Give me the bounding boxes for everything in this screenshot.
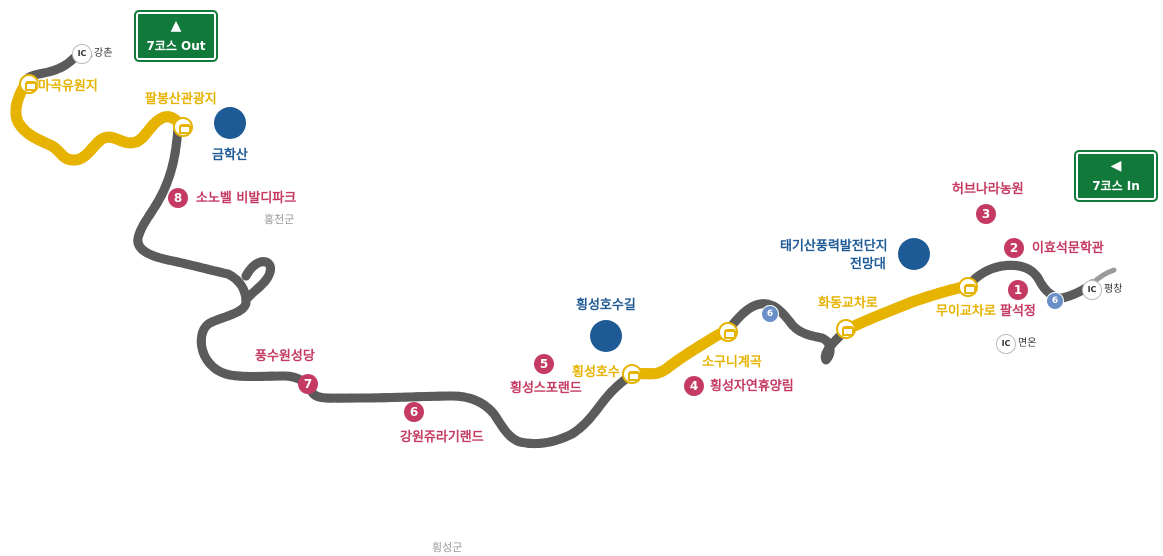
binoculars-icon xyxy=(898,238,930,270)
course-in-sign: ◀ 7코스 In xyxy=(1074,150,1158,202)
course-in-label: 7코스 In xyxy=(1092,179,1140,193)
viewpoint-hoengseong-trail: 횡성호수길 xyxy=(576,298,636,313)
ic-pyeongchang-icon: IC xyxy=(1082,280,1102,300)
attraction-4-label: 횡성자연휴양림 xyxy=(710,379,794,394)
attraction-1-label: 팔석정 xyxy=(1000,304,1036,319)
attraction-2-marker: 2 xyxy=(1004,238,1024,258)
car-icon xyxy=(718,322,738,342)
attraction-7-label: 풍수원성당 xyxy=(255,349,315,364)
road-yellow-dashes xyxy=(16,80,968,374)
waypoint-makgukwonji: 마곡유원지 xyxy=(38,79,98,94)
attraction-3-marker: 3 xyxy=(976,204,996,224)
attraction-6-label: 강원쥬라기랜드 xyxy=(400,430,484,445)
region-hoengseong: 횡성군 xyxy=(432,541,463,554)
waypoint-hoengseong-lake: 횡성호수 xyxy=(572,365,620,380)
attraction-4-marker: 4 xyxy=(684,376,704,396)
car-icon xyxy=(173,117,193,137)
ic-pyeongchang-label: 평창 xyxy=(1104,284,1123,295)
attraction-2-label: 이효석문학관 xyxy=(1032,241,1104,256)
region-hongcheon: 홍천군 xyxy=(264,213,295,226)
attraction-5-label: 횡성스포랜드 xyxy=(510,381,582,396)
attraction-8-label: 소노벨 비발디파크 xyxy=(196,191,297,206)
car-icon xyxy=(19,74,39,94)
attraction-7-marker: 7 xyxy=(298,374,318,394)
attraction-6-marker: 6 xyxy=(404,402,424,422)
binoculars-icon xyxy=(590,320,622,352)
up-arrow-icon: ▲ xyxy=(170,18,182,34)
attraction-5-marker: 5 xyxy=(534,354,554,374)
car-icon xyxy=(622,364,642,384)
waypoint-sogeuni: 소구니계곡 xyxy=(702,355,762,370)
viewpoint-geumhaksan: 금학산 xyxy=(212,148,248,163)
attraction-3-label: 허브나라농원 xyxy=(952,182,1024,197)
waypoint-hwadong: 화동교차로 xyxy=(818,296,878,311)
attraction-8-marker: 8 xyxy=(168,188,188,208)
ic-gangchon-label: 강촌 xyxy=(94,48,113,59)
viewpoint-taegisan-line2: 전망대 xyxy=(850,257,886,272)
binoculars-icon xyxy=(214,107,246,139)
ic-myeonon-label: 면온 xyxy=(1018,338,1037,349)
waypoint-palbongsan: 팔봉산관광지 xyxy=(145,92,217,107)
viewpoint-taegisan-line1: 태기산풍력발전단지 xyxy=(780,239,888,254)
course-out-sign: ▲ 7코스 Out xyxy=(134,10,218,62)
car-icon xyxy=(836,319,856,339)
ic-gangchon-icon: IC xyxy=(72,44,92,64)
course-out-label: 7코스 Out xyxy=(146,39,206,53)
attraction-1-marker: 1 xyxy=(1008,280,1028,300)
highway-6-shield: 6 xyxy=(1046,292,1064,310)
highway-6-shield: 6 xyxy=(761,305,779,323)
car-icon xyxy=(958,277,978,297)
waypoint-muigyo: 무이교차로 xyxy=(936,304,996,319)
left-arrow-icon: ◀ xyxy=(1110,158,1122,174)
ic-myeonon-icon: IC xyxy=(996,334,1016,354)
